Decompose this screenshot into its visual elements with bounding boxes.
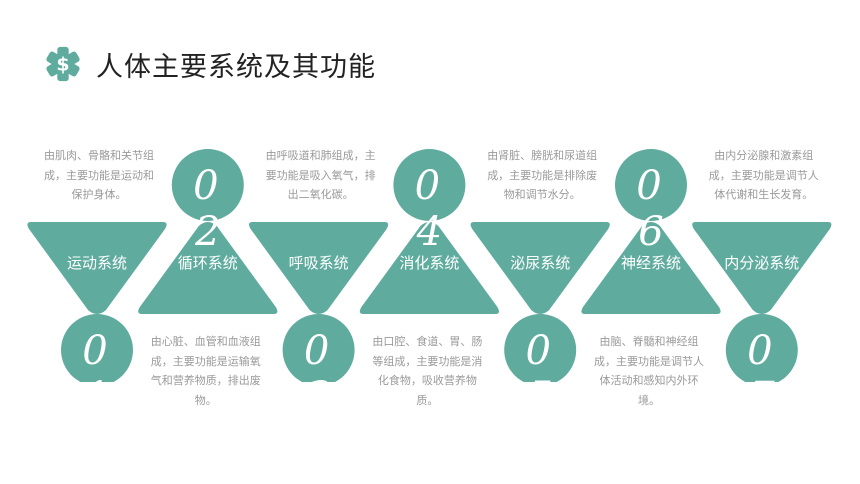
number-badge-4: 0 <box>393 149 466 221</box>
system-triangle-5 <box>470 222 610 314</box>
number-circle <box>282 314 355 382</box>
number-badge-1: 01 <box>61 314 133 420</box>
svg-text:$: $ <box>56 54 69 76</box>
number-digit-second: 2 <box>194 209 220 255</box>
system-name-4: 消化系统 <box>399 254 459 272</box>
number-digit-first: 0 <box>304 328 329 374</box>
system-description-5: 由肾脏、膀胱和尿道组成，主要功能是排除废物和调节水分。 <box>487 149 598 201</box>
number-circle <box>504 314 577 382</box>
number-digit-first: 0 <box>193 163 218 209</box>
system-description-2: 由心脏、血管和血液组成，主要功能是运输氧气和营养物质，排出废物。 <box>150 335 261 407</box>
system-name-2: 循环系统 <box>178 254 238 272</box>
number-circle <box>171 149 244 221</box>
number-badge-7: 07 <box>725 314 798 420</box>
system-triangle-2 <box>138 222 278 314</box>
number-digit-second: 5 <box>527 374 552 420</box>
number-digit-second: 1 <box>84 374 109 420</box>
system-description-3: 由呼吸道和肺组成，主要功能是吸入氧气，排出二氧化碳。 <box>265 149 376 201</box>
number-digit-second: 7 <box>749 374 775 420</box>
number-badge-6: 0 <box>615 149 687 221</box>
number-digit-first: 0 <box>636 163 661 209</box>
system-triangle-1 <box>27 222 167 314</box>
number-digit-first: 0 <box>82 328 107 374</box>
number-circle <box>725 314 798 382</box>
number-badge-3: 03 <box>282 314 355 420</box>
system-name-7: 内分泌系统 <box>724 254 799 272</box>
medical-dollar-badge-icon: $ <box>46 46 80 82</box>
number-digit-first: 0 <box>525 328 550 374</box>
number-circle <box>61 314 133 382</box>
system-name-1: 运动系统 <box>67 254 127 272</box>
system-name-6: 神经系统 <box>621 254 681 272</box>
system-name-5: 泌尿系统 <box>510 254 570 272</box>
number-badge-5: 05 <box>504 314 577 420</box>
number-digit-second: 4 <box>416 209 442 255</box>
number-circle <box>393 149 466 221</box>
number-digit-first: 0 <box>415 163 440 209</box>
system-triangle-6 <box>581 222 721 314</box>
system-triangle-7 <box>692 222 832 314</box>
number-digit-second: 3 <box>306 374 331 420</box>
page-title: 人体主要系统及其功能 <box>96 51 376 83</box>
number-badge-2: 0 <box>171 149 244 221</box>
system-description-6: 由脑、脊髓和神经组成，主要功能是调节人体活动和感知内外环境。 <box>594 335 704 407</box>
system-description-7: 由内分泌腺和激素组成，主要功能是调节人体代谢和生长发育。 <box>708 149 819 201</box>
number-digit-first: 0 <box>747 328 772 374</box>
number-circle <box>615 149 687 221</box>
system-triangle-3 <box>249 222 389 314</box>
system-triangle-4 <box>359 222 499 314</box>
system-description-1: 由肌肉、骨骼和关节组成，主要功能是运动和保护身体。 <box>44 149 154 201</box>
number-digit-second: 6 <box>638 209 663 255</box>
system-name-3: 呼吸系统 <box>289 254 349 272</box>
system-description-4: 由口腔、食道、胃、肠等组成，主要功能是消化食物，吸收营养物质。 <box>372 335 483 407</box>
header: $ 人体主要系统及其功能 <box>44 44 376 84</box>
